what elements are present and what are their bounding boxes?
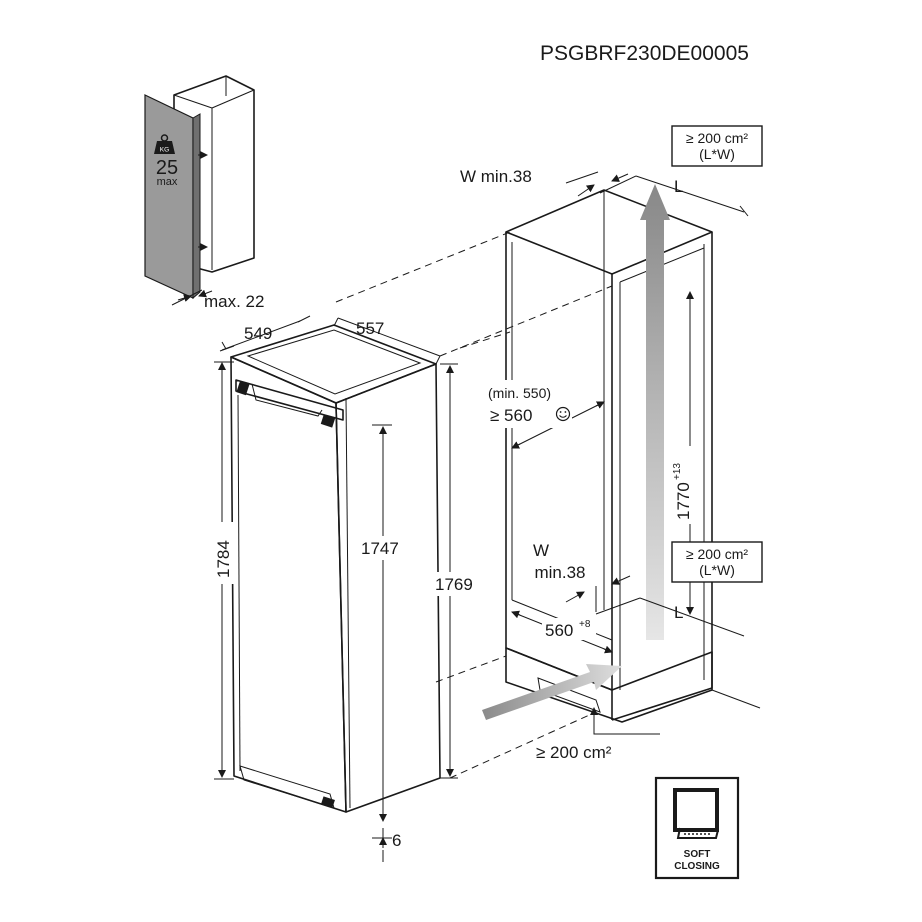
niche-top-gap-dim: W min.38: [460, 167, 532, 186]
niche-outline: [505, 189, 713, 723]
niche-depth-dim: ≥ 560: [490, 406, 532, 425]
appliance-height-inner-dim: 1747: [361, 539, 399, 558]
bottom-vent-area-line2: (L*W): [699, 562, 735, 578]
svg-text:KG: KG: [160, 147, 169, 154]
niche-bottom-gap-label-w: W: [533, 541, 549, 560]
appliance-width-dim: 557: [356, 319, 384, 338]
bottom-vent-area-box: [671, 541, 763, 583]
airflow-arrows: [482, 184, 670, 720]
top-vent-area-line2: (L*W): [699, 146, 735, 162]
niche-width-tol: +8: [579, 619, 591, 630]
panel-weight-unit: max: [157, 176, 178, 188]
weight-icon: KG: [154, 134, 175, 154]
projection-lines: [335, 231, 613, 779]
floor-vent-area-dim: ≥ 200 cm²: [536, 743, 612, 762]
appliance-depth-dim: 549: [244, 324, 272, 343]
niche-bottom-length-dim: L: [674, 603, 683, 622]
soft-closing-badge: SOFT CLOSING: [654, 776, 740, 880]
airflow-in-arrow: [482, 664, 622, 720]
smiley-icon: [555, 406, 571, 422]
top-vent-area-line1: ≥ 200 cm²: [686, 130, 748, 146]
niche-width-dim: 560: [545, 621, 573, 640]
appliance-outline: [230, 324, 441, 813]
door-panel: [144, 94, 194, 299]
soft-closing-icon: [673, 788, 719, 839]
model-code: PSGBRF230DE00005: [540, 42, 749, 65]
appliance-bottom-gap-dim: 6: [392, 831, 401, 850]
soft-closing-line1: SOFT: [684, 849, 711, 860]
airflow-up-arrow: [640, 184, 670, 640]
panel-weight-value: 25: [156, 157, 178, 179]
top-vent-area-box: [671, 125, 763, 167]
appliance-height-body-dim: 1769: [435, 575, 473, 594]
bottom-vent-area-line1: ≥ 200 cm²: [686, 546, 748, 562]
niche-depth-min-dim: (min. 550): [488, 385, 551, 401]
niche-dimensions: W min.38 L ≥ 200 cm² (L*W) (min. 550) ≥ …: [460, 125, 763, 762]
niche-bottom-gap-label: min.38: [534, 563, 585, 582]
soft-closing-line2: CLOSING: [674, 861, 720, 872]
appliance-dimensions: 549 557 1784 1747 1769 6: [208, 315, 488, 862]
panel-depth-dim: max. 22: [204, 292, 264, 311]
niche-height-dim: 1770: [674, 482, 693, 520]
niche-height-tol: +13: [672, 463, 683, 480]
niche-top-length-dim: L: [674, 177, 683, 196]
door-panel-detail: KG 25 max max. 22: [144, 75, 264, 311]
appliance-height-total-dim: 1784: [214, 540, 233, 578]
